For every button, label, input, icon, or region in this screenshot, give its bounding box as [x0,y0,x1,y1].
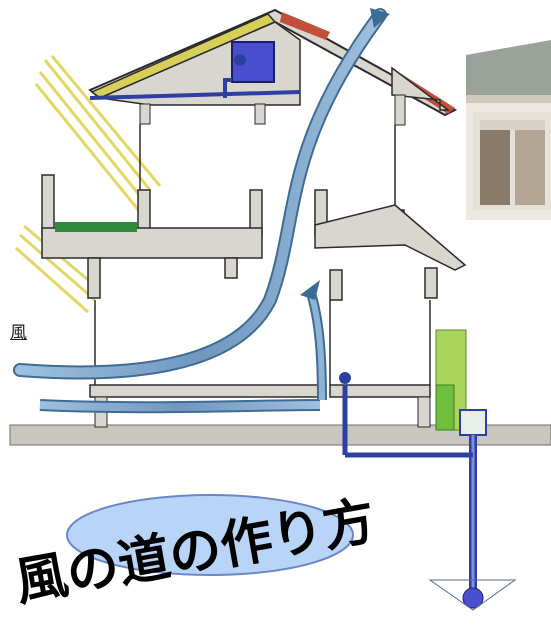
walls [41,124,467,398]
house-photo [466,40,551,220]
green-box-short [435,384,455,431]
rooftop-garden [55,222,137,232]
sun-rays-upper [34,55,162,213]
title-ellipse [66,494,354,576]
water-tank [89,41,301,100]
wind-label: 風 [10,323,27,343]
well-pipe [339,372,517,611]
airflow [13,8,390,414]
